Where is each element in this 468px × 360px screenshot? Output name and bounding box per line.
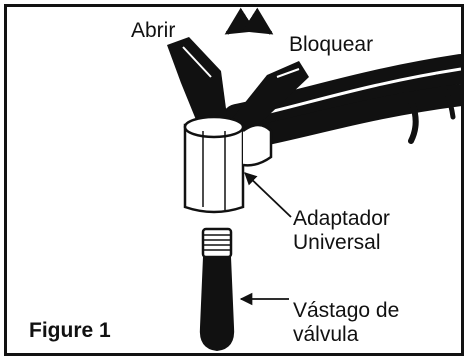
figure-frame: Abrir Bloquear Adaptador Universal Vásta… xyxy=(4,4,464,356)
label-valve-line2: válvula xyxy=(293,323,359,346)
valve-stem xyxy=(199,227,235,351)
label-valve-line1: Vástago de xyxy=(293,299,400,322)
adapter-leader-arrow xyxy=(244,172,292,218)
rotation-arrow xyxy=(224,7,274,35)
figure-caption: Figure 1 xyxy=(29,319,111,342)
label-open: Abrir xyxy=(131,19,176,42)
diagram-illustration xyxy=(167,7,461,351)
label-adapter-line2: Universal xyxy=(293,231,381,254)
label-lock: Bloquear xyxy=(289,33,374,56)
universal-adapter xyxy=(183,115,273,214)
lever-open xyxy=(167,37,229,137)
label-adapter-line1: Adaptador xyxy=(293,207,390,230)
